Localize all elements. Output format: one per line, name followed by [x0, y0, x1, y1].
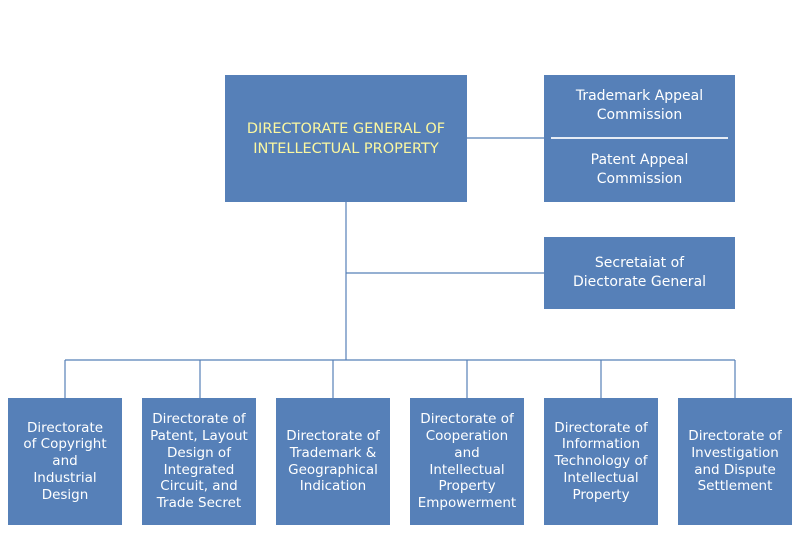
appeal-commissions-box: Trademark Appeal Commission Patent Appea… [544, 75, 735, 202]
secretariat-label: Secretaiat of Diectorate General [572, 255, 707, 290]
directorate-label: Directorate of Information Technology of… [554, 419, 648, 503]
directorate-box-patent: Directorate of Patent, Layout Design of … [142, 398, 256, 525]
directorate-label: Directorate of Patent, Layout Design of … [150, 411, 248, 512]
directorate-label: Directorate of Investigation and Dispute… [688, 427, 782, 495]
secretariat-box: Secretaiat of Diectorate General [544, 237, 735, 309]
directorate-box-investigation: Directorate of Investigation and Dispute… [678, 398, 792, 525]
directorate-box-cooperation: Directorate of Cooperation and Intellect… [410, 398, 524, 525]
directorate-box-copyright: Directorate of Copyright and Industrial … [8, 398, 122, 525]
directorate-label: Directorate of Cooperation and Intellect… [417, 411, 517, 512]
directorate-box-information-technology: Directorate of Information Technology of… [544, 398, 658, 525]
patent-appeal-commission: Patent Appeal Commission [590, 152, 689, 187]
directorate-label: Directorate of Copyright and Industrial … [23, 419, 107, 503]
appeal-divider [551, 137, 728, 139]
directorate-box-trademark: Directorate of Trademark & Geographical … [276, 398, 390, 525]
directorate-general-box: DIRECTORATE GENERAL OF INTELLECTUAL PROP… [225, 75, 467, 202]
trademark-appeal-commission: Trademark Appeal Commission [575, 88, 704, 123]
directorate-general-label: DIRECTORATE GENERAL OF INTELLECTUAL PROP… [246, 120, 446, 157]
directorate-label: Directorate of Trademark & Geographical … [286, 427, 380, 495]
